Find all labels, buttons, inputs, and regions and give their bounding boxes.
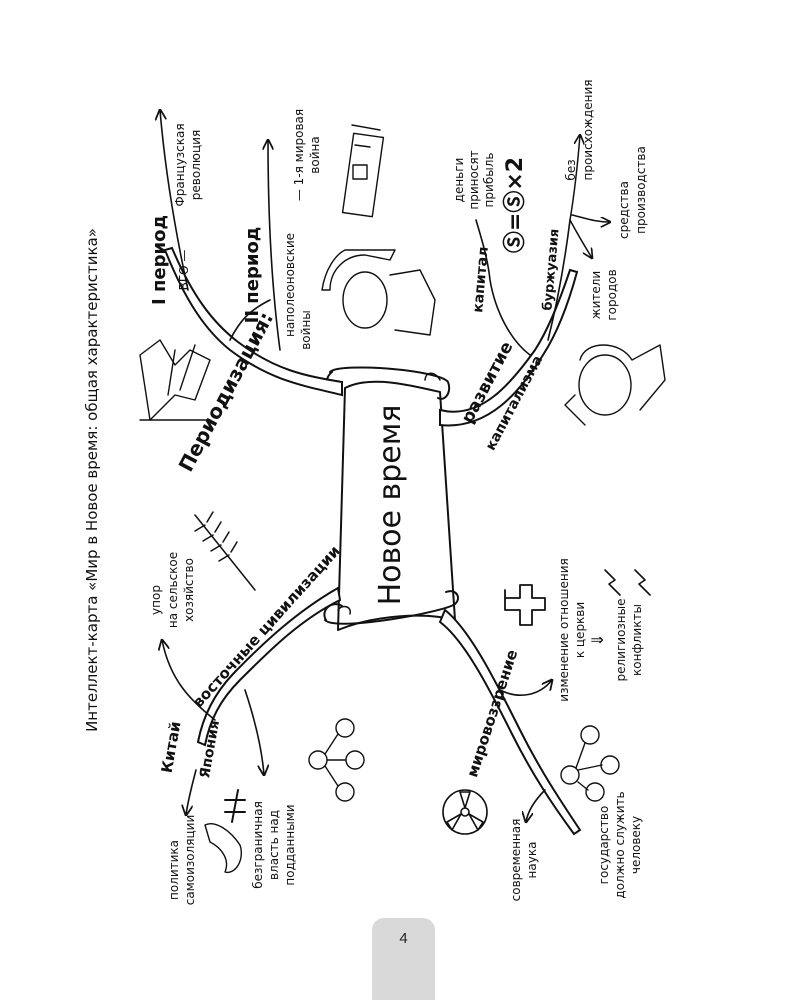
page-number-tab: 4 [372, 918, 435, 1000]
conflict-line1: религиозные [614, 599, 628, 682]
wheat-icon [194, 511, 256, 591]
ship-illustration [139, 339, 211, 421]
period2-detail3: — 1-я мировая [292, 109, 306, 201]
agri-arrow [162, 640, 216, 721]
capital-branch [475, 219, 531, 356]
power-line1: безграничная [251, 801, 265, 889]
period1-detail1: ВГО — [177, 250, 191, 291]
period2-detail2: войны [299, 310, 313, 350]
eastern-label: восточные цивилизации [189, 542, 344, 711]
branch-capitalism [439, 268, 579, 427]
period2-label: II период [242, 227, 263, 324]
bourgeoisie-label: буржуазия [540, 228, 562, 311]
china-label: Китай [158, 720, 185, 774]
science-line2: наука [525, 842, 539, 879]
china-arrow [186, 769, 197, 815]
period1-detail3: революция [189, 130, 203, 200]
church-conflict-arrow: ⇓ [588, 633, 607, 646]
agri-line2: на сельское [166, 552, 180, 628]
period2-detail4: война [308, 136, 322, 173]
not-equal-icon [224, 789, 246, 823]
center-title: Новое время [373, 405, 408, 606]
bourgeoisie-item1-line2: происхождения [581, 80, 595, 181]
period2-detail1: наполеоновские [283, 233, 297, 337]
capital-line3: прибыль [482, 153, 496, 208]
agri-line1: упор [149, 585, 163, 615]
japan-map [204, 823, 242, 874]
header-title: Интеллект-карта «Мир в Новое время: обща… [83, 228, 101, 732]
state-line2: должно служить [613, 791, 627, 898]
isolation-line2: самоизоляции [183, 815, 197, 906]
branch-eastern [196, 586, 342, 747]
napoleon-portrait [321, 249, 436, 336]
state-line3: человеку [629, 816, 643, 874]
bourgeoisie-item2-line2: производства [634, 146, 648, 234]
period2-link [229, 299, 271, 341]
lightning-icon [604, 569, 651, 596]
bourgeoisie-arrow-3 [569, 219, 592, 258]
bourgeoisie-arrow-2 [571, 214, 610, 222]
conflict-line2: конфликты [630, 604, 644, 676]
bourgeoisie-item3-line2: городов [605, 269, 619, 320]
hierarchy-diagram-right [560, 725, 620, 802]
capital-line1: деньги [452, 158, 466, 203]
branch-periodization [163, 246, 343, 397]
church-line2: к церкви [573, 602, 587, 658]
page-number: 4 [399, 930, 408, 947]
bourgeoisie-branch [547, 219, 571, 341]
period1-label: I период [149, 215, 170, 305]
capital-label: капитал [470, 246, 492, 313]
bourgeois-portrait [564, 344, 666, 426]
isolation-line1: политика [167, 840, 181, 900]
agri-line3: хозяйство [182, 558, 196, 622]
japan-arrow [244, 689, 264, 775]
hierarchy-diagram-left [308, 718, 365, 802]
branch-worldview [438, 608, 582, 836]
cross-icon [504, 584, 546, 626]
science-line1: современная [509, 819, 523, 902]
bourgeoisie-item3-line1: жители [589, 271, 603, 319]
church-line1: изменение отношения [557, 558, 571, 701]
period2-arrow [268, 140, 281, 351]
period1-arrow [160, 110, 189, 291]
power-line2: власть над [267, 810, 281, 880]
bourgeoisie-item1-line1: без [564, 159, 578, 180]
capital-formula: Ⓢ=Ⓢ×2 [502, 157, 528, 253]
capital-line2: приносят [467, 150, 481, 209]
radiation-icon [442, 789, 488, 835]
science-arrow [526, 789, 546, 822]
power-line3: подданными [283, 804, 297, 885]
bourgeoisie-arrow-1 [569, 135, 580, 221]
church-arrow [499, 680, 552, 696]
period1-detail2: Французская [173, 123, 187, 206]
state-line1: государство [597, 806, 611, 885]
cannon-icon [341, 124, 385, 218]
bourgeoisie-item2-line1: средства [617, 181, 631, 239]
